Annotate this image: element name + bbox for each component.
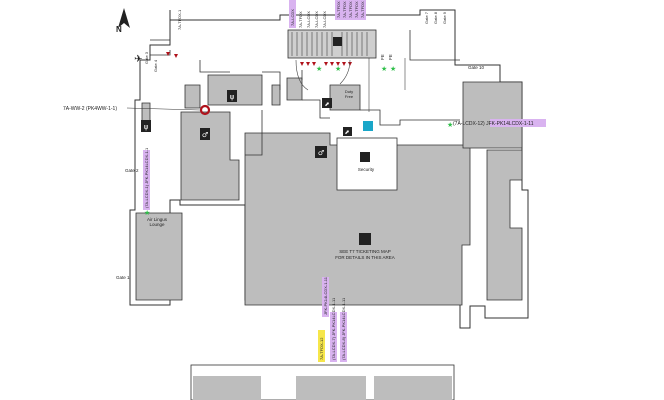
ticketing-area: SEE T7 TICKETING MAP FOR DETAILS IN THIS… (335, 233, 395, 260)
ticketing-icon (359, 233, 371, 245)
ticketing-label-1: SEE T7 TICKETING MAP (339, 249, 391, 254)
svg-text:★: ★ (316, 65, 322, 73)
top-purple-tags: 7A-LCDX 7A-TFDX 7A-TFDX 7A-TFDX 7A-TFDX … (289, 0, 366, 28)
security-area: Security (336, 137, 398, 191)
top-plain-tag-3: 7A-LCDX (314, 11, 319, 28)
mid-vertical-label: JFK-PK14LCDX-1-11 (323, 276, 328, 315)
right-callout: (7A-LCDX-12) JFK-PK14LCDX-1-11 (453, 119, 546, 127)
airplane-icon: ✈ (134, 54, 142, 65)
top-tag-4: 7A-TFDX (348, 1, 353, 18)
svg-text:★: ★ (390, 65, 396, 73)
lounge-label-2: Lounge (149, 222, 165, 227)
lounge-area: Air Lingus Lounge (147, 217, 168, 227)
left-marker-label: 7A-WW-2 (PK4WW-1-1) (63, 106, 117, 112)
svg-text:✈: ✈ (134, 54, 142, 65)
bottom-tag-a-label: (7A-LCDX-7) JFK-PK14LCDX-1-11 (331, 297, 336, 360)
gate-10-label: Gate 10 (468, 65, 485, 70)
top-checkpoint-block (287, 29, 377, 59)
facility-icons: ψ ψ ♂ ♂ ⬈ ⬈ (141, 90, 373, 158)
ticketing-label-2: FOR DETAILS IN THIS AREA (335, 255, 395, 260)
gate-7-label: Gate 7 (424, 11, 429, 24)
svg-text:♂: ♂ (202, 131, 208, 139)
top-tag-2: 7A-TFDX (336, 1, 341, 18)
gate-4-label: Gate 4 (153, 59, 158, 72)
top-tag-6: 7A-TFDX (360, 1, 365, 18)
svg-text:ψ: ψ (230, 93, 235, 101)
security-label: Security (358, 167, 375, 172)
duty-free-area: Duty Free (345, 89, 354, 99)
gate-9-label: Gate 9 (442, 11, 447, 24)
restaurant-icon: ψ (227, 90, 237, 102)
top-plain-tag-2: 7A-LCDX (306, 11, 311, 28)
routing-lines (295, 58, 406, 112)
restroom-icon: ♂ (200, 128, 210, 140)
svg-text:ψ: ψ (144, 123, 149, 131)
svg-text:♂: ♂ (318, 149, 324, 157)
svg-text:⬈: ⬈ (344, 129, 349, 136)
mid-vertical-callout: JFK-PK14LCDX-1-11 (322, 276, 329, 317)
bottom-pier (190, 364, 455, 400)
gate-3-label: Gate 3 (144, 51, 149, 64)
top-plain-tag-1: 7A-TFDX (298, 11, 303, 28)
top-tag-5: 7A-TFDX (354, 1, 359, 18)
top-plain-tag-6: FE (388, 54, 393, 60)
left-vertical-label: (7A-LCDX-1) JFK-PK14LCDX-1-1 (144, 147, 149, 208)
right-callout-label: (7A-LCDX-12) JFK-PK14LCDX-1-11 (453, 121, 534, 127)
north-label: N (116, 25, 122, 34)
svg-text:⬈: ⬈ (324, 101, 329, 108)
lounge-label-1: Air Lingus (147, 217, 168, 222)
restaurant-icon: ψ (141, 120, 151, 132)
bottom-callouts: 7A-TFDX-12 (7A-LCDX-7) JFK-PK14LCDX-1-11… (318, 297, 347, 362)
gate-labels: Gate 2 Gate 1 Gate 10 Gate 3 Gate 4 Gate… (116, 11, 485, 280)
top-plain-tag-4: 7A-LCDX (322, 11, 327, 28)
gate-8-label: Gate 8 (433, 11, 438, 24)
building-areas (135, 74, 523, 306)
gate-2-label: Gate 2 (125, 168, 139, 173)
svg-text:★: ★ (144, 209, 150, 217)
escalator-icon: ⬈ (322, 98, 332, 108)
network-marker: 7A-WW-2 (PK4WW-1-1) (63, 104, 211, 116)
top-tag-1: 7A-LCDX (290, 9, 295, 26)
svg-text:★: ★ (335, 65, 341, 73)
svg-text:★: ★ (447, 121, 453, 129)
top-plain-tags: 7A-TFDX 7A-LCDX 7A-LCDX 7A-LCDX FE FE 7A… (177, 9, 393, 60)
left-vertical-callout: (7A-LCDX-1) JFK-PK14LCDX-1-1 (143, 147, 150, 210)
bottom-tag-b-label: (7A-LCDX-8) JFK-PK14LCDX-1-11 (341, 297, 346, 360)
green-star-markers: ★★ ★★ ★★ (144, 65, 453, 217)
lounge-icon (363, 121, 373, 131)
top-plain-tag-7: 7A-TFDX-1 (177, 9, 182, 30)
security-icon (360, 152, 370, 162)
duty-free-label-2: Free (345, 94, 354, 99)
interior-walls (150, 30, 460, 156)
top-plain-tag-5: FE (380, 54, 385, 60)
terminal-outline (129, 9, 529, 329)
top-tag-3: 7A-TFDX (342, 1, 347, 18)
restroom-icon: ♂ (315, 146, 327, 158)
north-arrow-icon: N (116, 8, 130, 34)
bottom-yellow-label: 7A-TFDX-12 (319, 337, 324, 360)
elevator-icon: ⬈ (343, 127, 352, 136)
duty-free-label-1: Duty (345, 89, 353, 94)
svg-text:★: ★ (381, 65, 387, 73)
gate-1-label: Gate 1 (116, 275, 130, 280)
